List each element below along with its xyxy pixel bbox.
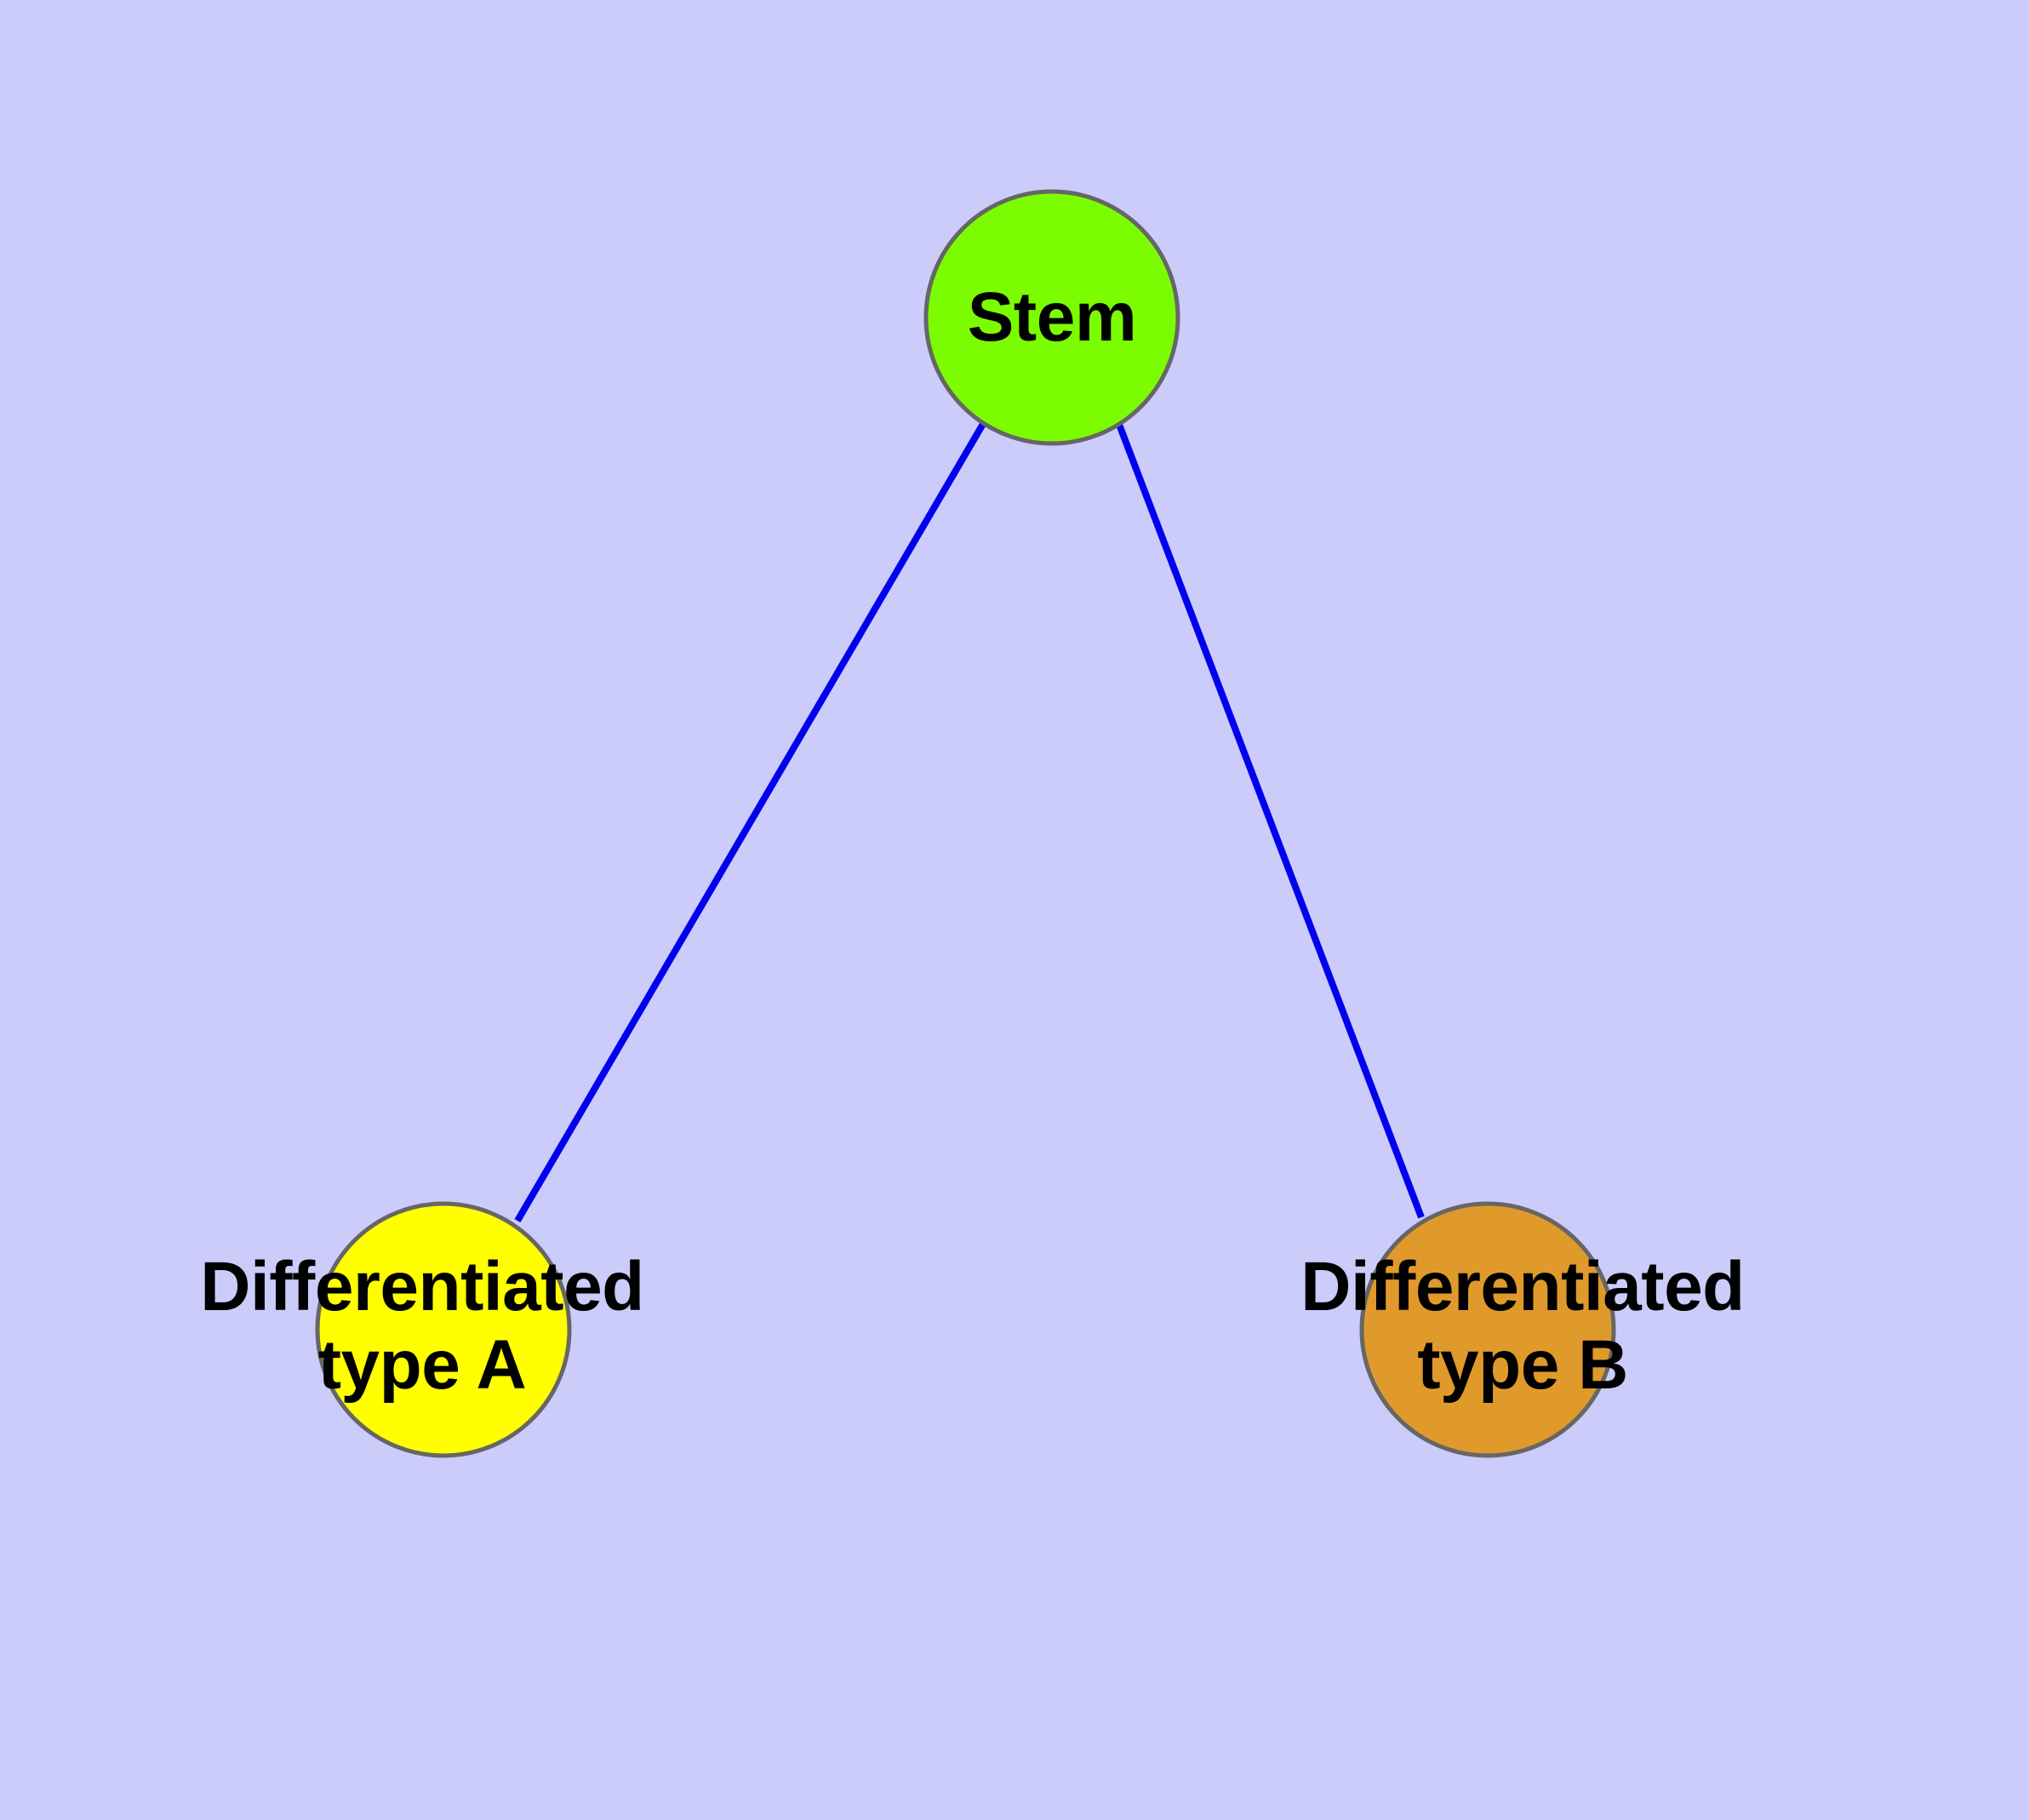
node-stem[interactable] (923, 189, 1180, 446)
node-differentiated-type-b[interactable] (1359, 1201, 1616, 1458)
edges-group (514, 421, 1425, 1223)
edge-stem-to-diff-a[interactable] (514, 421, 986, 1223)
nodes-group (315, 189, 1616, 1458)
edge-stem-to-diff-b[interactable] (1115, 421, 1425, 1219)
node-differentiated-type-a[interactable] (315, 1201, 572, 1458)
